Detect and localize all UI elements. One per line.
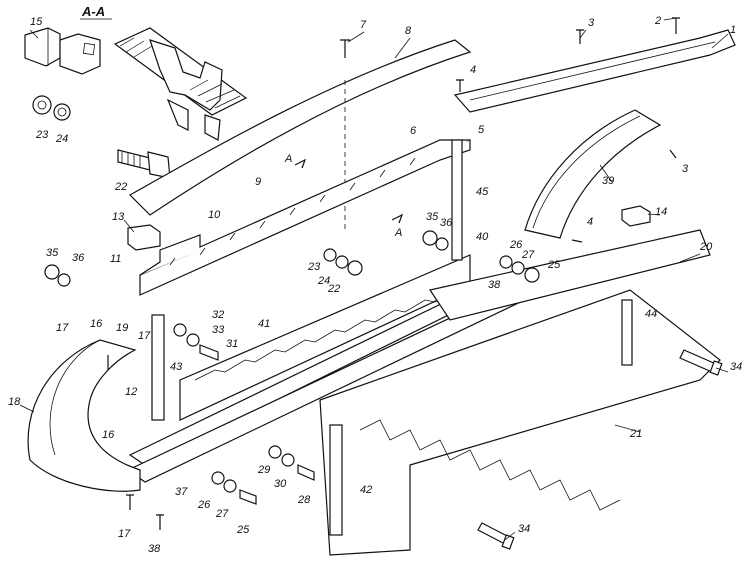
callout-12: 12 [125, 386, 137, 398]
callout-36a: 36 [72, 252, 85, 264]
callout-45: 45 [476, 186, 489, 198]
callout-6: 6 [410, 125, 417, 137]
nut-washer-23-24 [32, 95, 71, 121]
callout-34b: 34 [518, 523, 530, 535]
callout-36b: 36 [440, 217, 453, 229]
callout-34a: 34 [730, 361, 742, 373]
callout-4a: 4 [470, 64, 476, 76]
callout-27a: 27 [521, 249, 535, 261]
callout-19: 19 [116, 322, 128, 334]
callout-9: 9 [255, 176, 261, 188]
callout-40: 40 [476, 231, 489, 243]
nose-skin-18 [27, 339, 141, 492]
clip-13 [127, 224, 161, 251]
bolt-34b [477, 522, 515, 550]
callout-37: 37 [175, 486, 188, 498]
callout-17c: 17 [118, 528, 131, 540]
callout-20: 20 [699, 241, 713, 253]
callout-11: 11 [110, 253, 121, 265]
callout-43: 43 [170, 361, 183, 373]
rib-comb-6-9-10 [139, 139, 471, 296]
callout-2: 2 [654, 15, 661, 27]
callout-33: 33 [212, 324, 225, 336]
post-44 [621, 299, 633, 366]
callout-24a: 24 [55, 133, 68, 145]
callout-28: 28 [297, 494, 311, 506]
callout-35b: 35 [426, 211, 439, 223]
spar-strip-1 [453, 29, 736, 113]
section-arrows: А А [284, 153, 404, 239]
clip-14 [621, 205, 651, 227]
section-mark-a2: А [394, 227, 402, 239]
lower-beam-20-21 [319, 229, 721, 556]
callout-26b: 26 [197, 499, 211, 511]
washer-stack-31-33 [173, 323, 219, 361]
callout-17b: 17 [138, 330, 151, 342]
callout-29: 29 [257, 464, 270, 476]
callout-38a: 38 [488, 279, 501, 291]
callout-42: 42 [360, 484, 372, 496]
callout-41: 41 [258, 318, 270, 330]
callout-39: 39 [602, 175, 614, 187]
callout-24b: 24 [317, 275, 330, 287]
callout-44: 44 [645, 308, 657, 320]
callout-3b: 3 [682, 163, 689, 175]
callout-27b: 27 [215, 508, 229, 520]
callout-23a: 23 [35, 129, 49, 141]
callout-38b: 38 [148, 543, 161, 555]
bolt-22 [117, 149, 171, 179]
callouts: 1 2 3 3 4 4 5 6 7 8 9 10 11 12 13 14 15 … [8, 15, 742, 555]
leader-lines [19, 17, 729, 541]
callout-26a: 26 [509, 239, 523, 251]
callout-4b: 4 [587, 216, 593, 228]
callout-3a: 3 [588, 17, 595, 29]
callout-35a: 35 [46, 247, 59, 259]
section-aa-detail: А-А [80, 4, 248, 141]
callout-16b: 16 [102, 429, 115, 441]
washer-stack-26-27 [499, 255, 540, 283]
callout-5: 5 [478, 124, 485, 136]
callout-25b: 25 [236, 524, 250, 536]
skin-strip-8 [129, 39, 472, 230]
section-label: А-А [81, 4, 105, 19]
callout-14: 14 [655, 206, 667, 218]
clip-15 [24, 27, 101, 75]
callout-18: 18 [8, 396, 21, 408]
callout-7: 7 [360, 19, 367, 31]
callout-30: 30 [274, 478, 287, 490]
curved-rib-39 [524, 109, 662, 239]
callout-16a: 16 [90, 318, 103, 330]
callout-1: 1 [730, 24, 736, 36]
post-42 [329, 424, 343, 536]
callout-25a: 25 [547, 259, 561, 271]
callout-22a: 22 [114, 181, 127, 193]
callout-22b: 22 [327, 283, 340, 295]
callout-8: 8 [405, 25, 412, 37]
callout-10: 10 [208, 209, 221, 221]
section-mark-a1: А [284, 153, 292, 165]
washer-stack-23-24 [323, 248, 363, 276]
callout-15: 15 [30, 16, 43, 28]
post-43 [151, 314, 165, 421]
washer-stack-25-30 [211, 445, 315, 505]
callout-32: 32 [212, 309, 224, 321]
washer-stack-35-36 [44, 230, 449, 287]
callout-23b: 23 [307, 261, 321, 273]
callout-13: 13 [112, 211, 125, 223]
callout-31: 31 [226, 338, 238, 350]
callout-21: 21 [629, 428, 642, 440]
post-45 [451, 139, 463, 261]
callout-17a: 17 [56, 322, 69, 334]
